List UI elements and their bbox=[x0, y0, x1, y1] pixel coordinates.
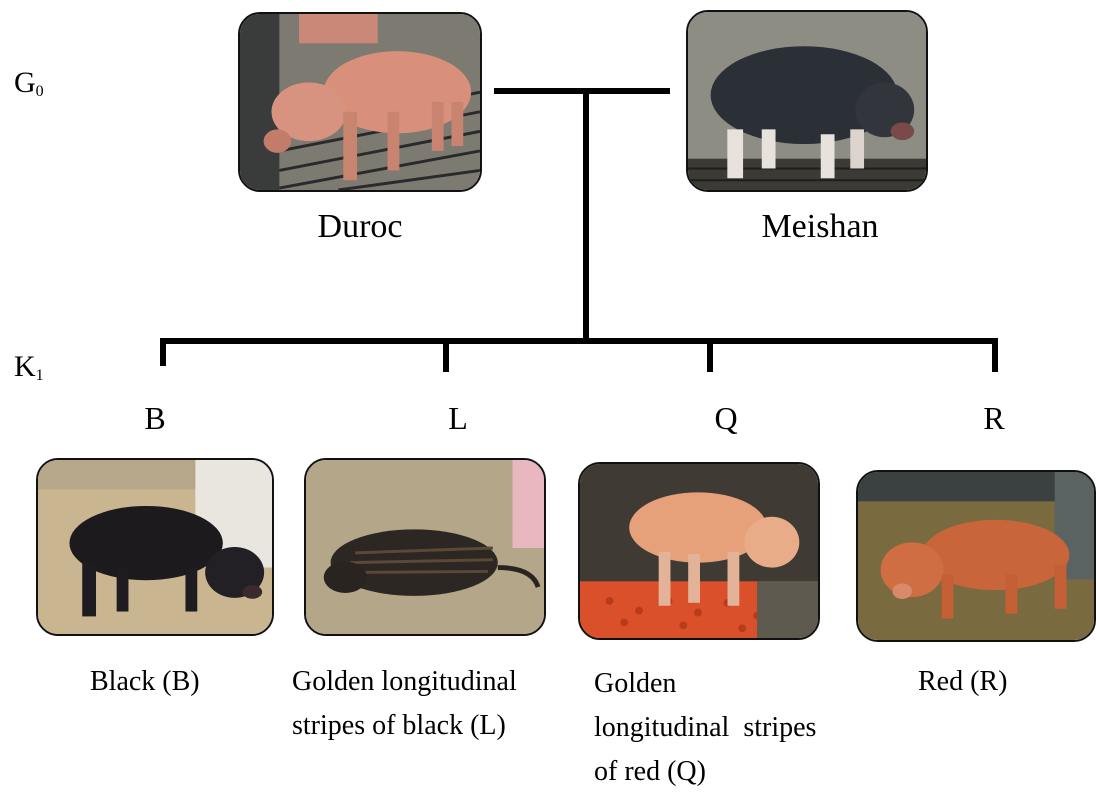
offspring-code-b: B bbox=[135, 402, 175, 434]
phenotype-line: Golden bbox=[594, 662, 816, 706]
generation-letter: G bbox=[14, 66, 36, 99]
phenotype-caption-l: Golden longitudinal stripes of black (L) bbox=[292, 660, 517, 748]
cross-line-horizontal bbox=[494, 88, 670, 94]
black-piglet-illustration bbox=[38, 460, 272, 634]
duroc-pig-photo bbox=[238, 12, 482, 192]
generation-subscript: 1 bbox=[36, 367, 44, 384]
offspring-code-r: R bbox=[974, 402, 1014, 434]
meishan-pig-illustration bbox=[688, 12, 926, 190]
branch-drop-q bbox=[707, 338, 713, 372]
red-piglet-illustration bbox=[858, 472, 1094, 640]
branch-drop-b bbox=[160, 338, 166, 366]
generation-label-g0: G0 bbox=[14, 68, 44, 100]
duroc-pig-illustration bbox=[240, 14, 480, 190]
phenotype-line: of red (Q) bbox=[594, 750, 816, 794]
red-piglet-photo bbox=[856, 470, 1096, 642]
offspring-code-l: L bbox=[438, 402, 478, 434]
phenotype-caption-r: Red (R) bbox=[918, 660, 1007, 704]
phenotype-line: Golden longitudinal bbox=[292, 660, 517, 704]
striped-black-piglet-photo bbox=[304, 458, 546, 636]
offspring-code-q: Q bbox=[706, 402, 746, 434]
phenotype-line: longitudinal stripes bbox=[594, 706, 816, 750]
phenotype-caption-q: Golden longitudinal stripes of red (Q) bbox=[594, 662, 816, 794]
striped-black-piglet-illustration bbox=[306, 460, 544, 634]
meishan-pig-photo bbox=[686, 10, 928, 192]
parent-caption-meishan: Meishan bbox=[740, 210, 900, 244]
generation-letter: K bbox=[14, 350, 36, 383]
branch-drop-r bbox=[992, 338, 998, 372]
striped-red-piglet-photo bbox=[578, 462, 820, 640]
offspring-branch-horizontal bbox=[160, 338, 998, 344]
phenotype-line: Red (R) bbox=[918, 660, 1007, 704]
branch-drop-l bbox=[443, 338, 449, 372]
cross-line-vertical bbox=[583, 91, 589, 341]
generation-label-k1: K1 bbox=[14, 352, 44, 384]
phenotype-line: stripes of black (L) bbox=[292, 704, 517, 748]
phenotype-caption-b: Black (B) bbox=[90, 660, 200, 704]
striped-red-piglet-illustration bbox=[580, 464, 818, 638]
parent-caption-duroc: Duroc bbox=[300, 210, 420, 244]
black-piglet-photo bbox=[36, 458, 274, 636]
phenotype-line: Black (B) bbox=[90, 660, 200, 704]
generation-subscript: 0 bbox=[36, 83, 44, 100]
